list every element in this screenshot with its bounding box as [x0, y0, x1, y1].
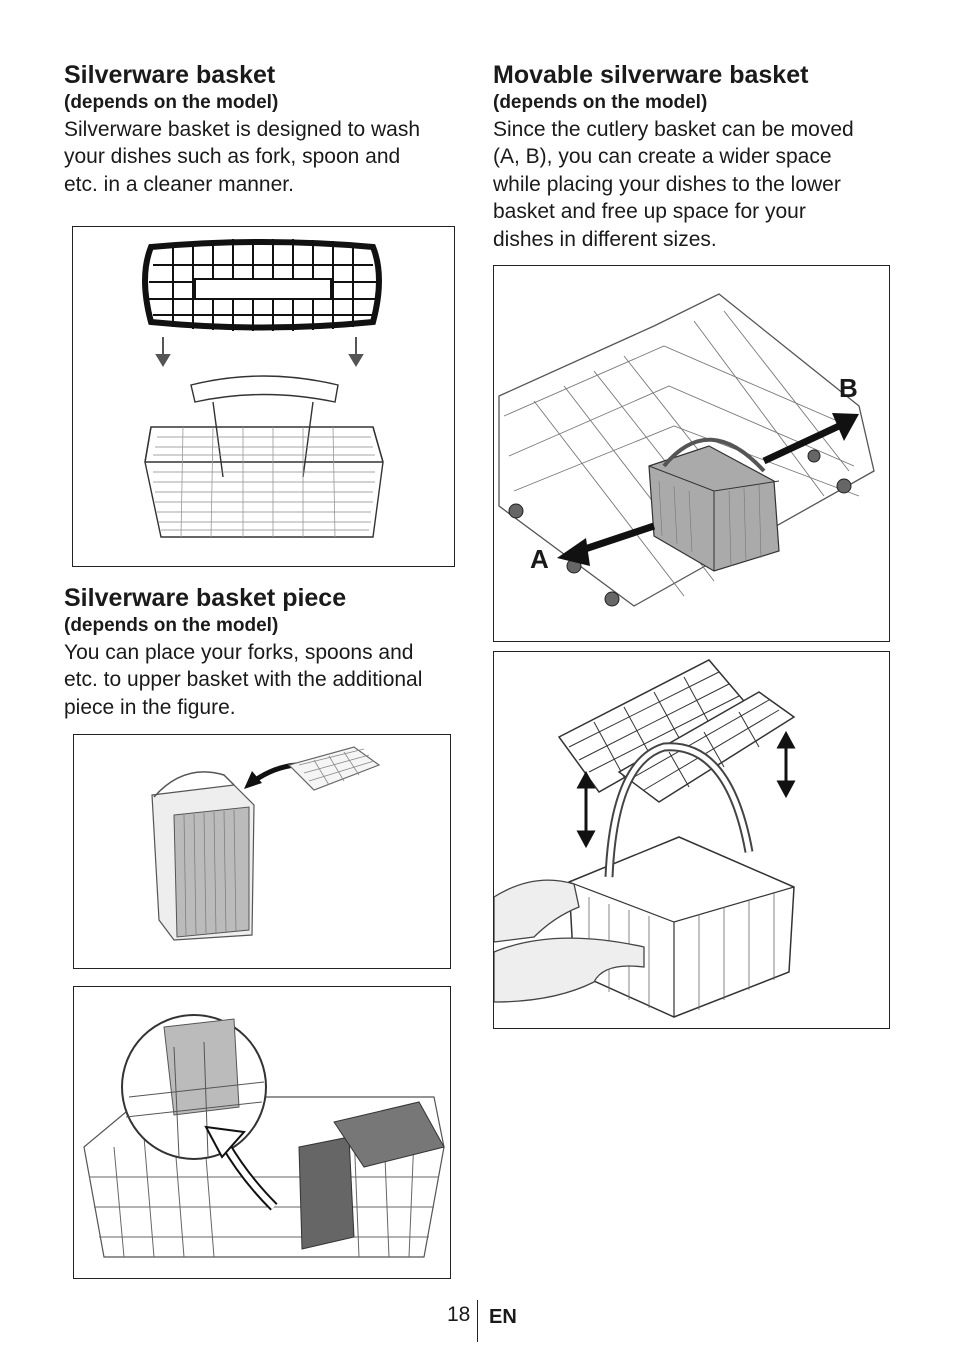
section-title: Silverware basket piece: [64, 584, 347, 612]
label-b: B: [839, 373, 858, 403]
section-title: Movable silverware basket: [493, 61, 809, 89]
page-number: 18: [447, 1303, 471, 1326]
silverware-basket-illustration: [142, 239, 384, 538]
section-title: Silverware basket: [64, 61, 276, 89]
lid-removal-illustration: [494, 659, 796, 1018]
section-silverware-basket-piece: Silverware basket piece (depends on the …: [64, 583, 464, 721]
figure-silverware-basket: [72, 226, 455, 567]
figure-basket-in-rack: [73, 986, 451, 1279]
section-subtitle: (depends on the model): [64, 615, 279, 636]
rack-illustration: [83, 1014, 445, 1258]
movable-basket-illustration: [498, 293, 875, 607]
section-silverware-basket: Silverware basket (depends on the model)…: [64, 60, 464, 198]
section-body: Since the cutlery basket can be moved (A…: [493, 118, 854, 251]
section-movable-silverware-basket: Movable silverware basket (depends on th…: [493, 60, 903, 253]
basket-piece-illustration: [151, 746, 381, 941]
footer-divider: [477, 1300, 478, 1342]
section-subtitle: (depends on the model): [64, 92, 279, 113]
figure-movable-basket: A B: [493, 265, 890, 642]
section-subtitle: (depends on the model): [493, 92, 708, 113]
language-code: EN: [489, 1306, 517, 1328]
figure-basket-lid-removal: [493, 651, 890, 1029]
section-body: You can place your forks, spoons and etc…: [64, 641, 423, 719]
label-a: A: [530, 544, 549, 574]
figure-basket-piece: [73, 734, 451, 969]
section-body: Silverware basket is designed to wash yo…: [64, 118, 421, 196]
